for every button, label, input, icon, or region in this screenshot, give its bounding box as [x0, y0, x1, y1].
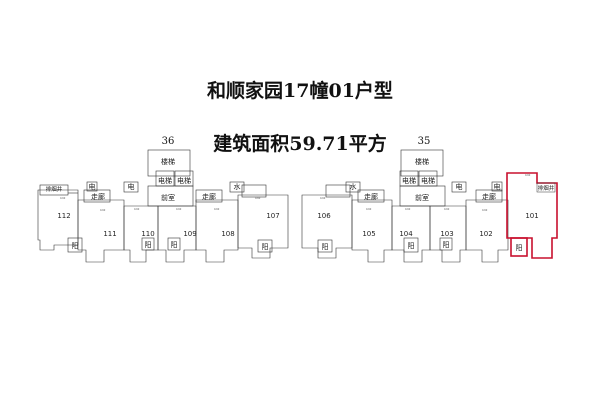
svg-text:0.60: 0.60 — [444, 208, 450, 211]
front-room-label-right: 前室 — [415, 193, 429, 202]
svg-text:0.60: 0.60 — [482, 209, 488, 212]
stairs-label-right: 楼梯 — [415, 157, 429, 166]
shaft-label-left: 排烟井 — [46, 185, 63, 193]
elevator-label-right-1: 电梯 — [402, 176, 416, 185]
room-number-right-0: 106 — [317, 212, 331, 220]
room-number-left-3: 109 — [183, 230, 196, 238]
balcony-label-7: 阳 — [443, 240, 450, 249]
svg-text:0.60: 0.60 — [100, 209, 106, 212]
balcony-label-4: 阳 — [262, 242, 269, 251]
svg-text:0.60: 0.60 — [320, 197, 326, 200]
room-number-right-4: 102 — [479, 230, 492, 238]
svg-text:0.60: 0.60 — [60, 197, 66, 200]
room-number-right-3: 103 — [440, 230, 453, 238]
svg-text:0.60: 0.60 — [255, 197, 261, 200]
power-label-right-2: 电 — [494, 182, 501, 191]
balcony-label-1: 阳 — [72, 241, 79, 250]
stairs-label-left: 楼梯 — [161, 157, 175, 166]
svg-text:0.60: 0.60 — [134, 208, 140, 211]
svg-text:0.60: 0.60 — [176, 208, 182, 211]
shaft-label-right: 排烟井 — [538, 184, 555, 192]
room-number-left-0: 112 — [57, 212, 70, 220]
svg-text:0.60: 0.60 — [214, 208, 220, 211]
front-room-label-left: 前室 — [161, 193, 175, 202]
power-label-left-2: 电 — [128, 182, 135, 191]
corridor-label-right-1: 走廊 — [364, 192, 378, 201]
power-label-right-1: 电 — [456, 182, 463, 191]
corridor-label-right-2: 走廊 — [482, 192, 496, 201]
water-label-right: 水 — [350, 182, 357, 191]
unit-101-outline — [506, 172, 558, 259]
svg-text:0.60: 0.60 — [405, 208, 411, 211]
room-number-left-2: 110 — [141, 230, 154, 238]
room-numbers: 112 111 110 109 108 107 106 105 104 103 102 101 — [57, 212, 538, 238]
balcony-label-3: 阳 — [171, 240, 178, 249]
power-label-left-1: 电 — [89, 182, 96, 191]
area-title: 建筑面积59.71平方 — [213, 133, 387, 155]
corridor-label-left-2: 走廊 — [202, 192, 216, 201]
plan-walls — [37, 149, 509, 263]
room-number-right-1: 105 — [362, 230, 375, 238]
water-label-left: 水 — [234, 182, 241, 191]
room-number-left-1: 111 — [103, 230, 116, 238]
elevator-label-left-2: 电梯 — [177, 176, 191, 185]
corridor-label-left-1: 走廊 — [91, 192, 105, 201]
svg-text:0.60: 0.60 — [366, 208, 372, 211]
balcony-label-5: 阳 — [322, 242, 329, 251]
balcony-label-6: 阳 — [408, 241, 415, 250]
elevator-label-left-1: 电梯 — [158, 176, 172, 185]
room-number-right-5: 101 — [525, 212, 538, 220]
elevator-label-right-2: 电梯 — [421, 176, 435, 185]
building-35-label: 35 — [418, 136, 431, 147]
building-36-label: 36 — [162, 136, 175, 147]
plan-title: 和顺家园17幢01户型 — [207, 80, 393, 102]
room-number-left-5: 107 — [266, 212, 279, 220]
balcony-label-2: 阳 — [145, 240, 152, 249]
svg-text:0.60: 0.60 — [525, 174, 531, 177]
room-number-right-2: 104 — [399, 230, 413, 238]
room-number-left-4: 108 — [221, 230, 234, 238]
balcony-label-8: 阳 — [516, 243, 523, 252]
